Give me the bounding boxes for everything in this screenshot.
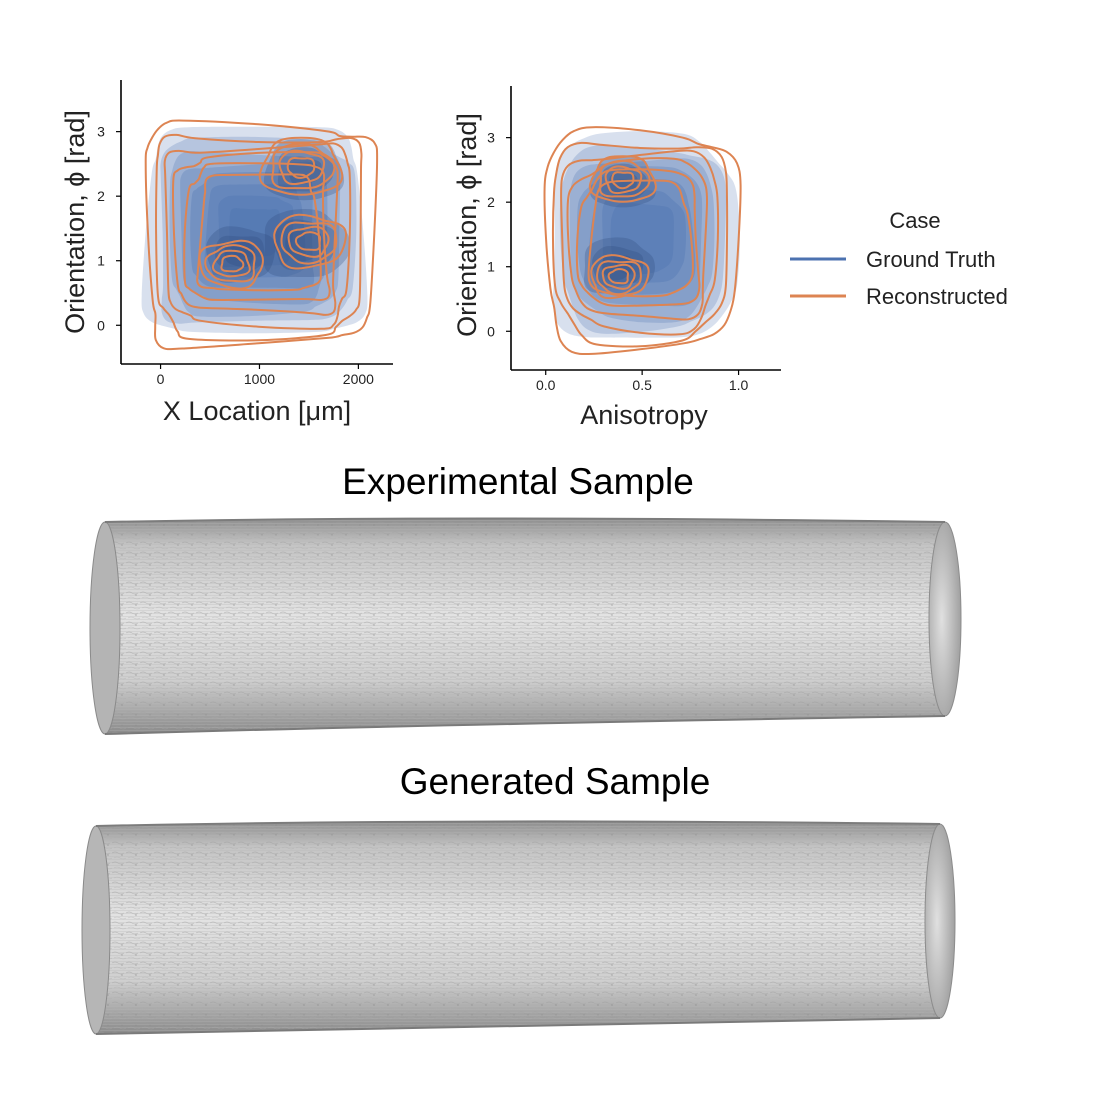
ground-truth-density-peak xyxy=(609,171,638,195)
ground-truth-density xyxy=(552,131,740,338)
legend-label-ground-truth: Ground Truth xyxy=(866,247,996,272)
reconstructed-contour-peak xyxy=(220,254,245,273)
kde-plot-anisotropy: 0.0 0.5 1.0 0 1 2 3 Anisotropy Orientation, ϕ … xyxy=(452,86,781,430)
x-axis-label: X Location [μm] xyxy=(163,396,351,426)
reconstructed-contour-level xyxy=(172,151,339,316)
legend-label-reconstructed: Reconstructed xyxy=(866,284,1008,309)
reconstructed-contour-level xyxy=(183,162,331,301)
x-tick-label: 1.0 xyxy=(729,377,749,393)
reconstructed-contour-peak xyxy=(590,254,650,300)
reconstructed-contour-peak xyxy=(287,225,330,258)
legend: Case Ground Truth Reconstructed xyxy=(790,208,1008,309)
y-tick-label: 3 xyxy=(97,124,105,140)
reconstructed-contours xyxy=(543,126,742,356)
reconstructed-contour-peak xyxy=(294,231,322,251)
reconstructed-contour-peak xyxy=(280,221,338,265)
x-tick-label: 0.0 xyxy=(536,377,556,393)
x-tick-label: 2000 xyxy=(343,371,374,387)
ground-truth-density xyxy=(141,126,368,334)
reconstructed-contour-peak xyxy=(286,156,316,179)
reconstructed-contour-peak xyxy=(607,267,629,285)
reconstructed-contour-peak xyxy=(204,244,256,283)
reconstructed-contour-peak xyxy=(278,149,326,186)
kde-plot-x-location: 0 1000 2000 0 1 2 3 X Location [μm] Orientatio… xyxy=(60,80,393,426)
reconstructed-contour-level xyxy=(560,149,720,336)
y-tick-label: 2 xyxy=(487,194,495,210)
experimental-sample-title: Experimental Sample xyxy=(342,461,694,502)
reconstructed-contour-peak xyxy=(604,165,643,195)
ground-truth-density-level xyxy=(180,161,328,305)
reconstructed-contour-level xyxy=(543,126,742,356)
reconstructed-contour-peak xyxy=(601,263,636,290)
reconstructed-contour-peak xyxy=(596,260,642,296)
ground-truth-density-level xyxy=(160,136,357,324)
reconstructed-contour-peak xyxy=(271,142,336,190)
ground-truth-density-level xyxy=(602,189,687,284)
y-tick-label: 1 xyxy=(487,259,495,275)
reconstructed-contour-level xyxy=(163,142,352,330)
reconstructed-contour-level xyxy=(155,133,363,342)
ground-truth-density-level xyxy=(576,166,703,307)
ground-truth-density-level xyxy=(610,202,674,275)
y-tick-label: 0 xyxy=(97,317,105,333)
legend-title: Case xyxy=(889,208,940,233)
reconstructed-contour-level xyxy=(144,119,379,351)
reconstructed-contour-peak xyxy=(598,159,651,198)
ground-truth-density-level xyxy=(190,171,315,289)
y-tick-label: 3 xyxy=(487,130,495,146)
reconstructed-contour-level xyxy=(587,179,694,298)
ground-truth-density-level xyxy=(218,195,294,268)
reconstructed-contour-level xyxy=(566,157,709,321)
generated-sample-title: Generated Sample xyxy=(400,761,711,802)
reconstructed-contour-peak xyxy=(211,249,251,278)
axis-ticks: 0.0 0.5 1.0 0 1 2 3 xyxy=(487,130,748,393)
ground-truth-density-level xyxy=(229,208,280,257)
reconstructed-contours xyxy=(144,119,379,351)
reconstructed-contour-peak xyxy=(198,239,264,290)
x-axis-label: Anisotropy xyxy=(580,400,708,430)
reconstructed-contour-level xyxy=(551,141,729,348)
ground-truth-density-peak xyxy=(601,163,648,201)
y-tick-label: 2 xyxy=(97,188,105,204)
reconstructed-contour-peak xyxy=(588,155,657,203)
y-tick-label: 1 xyxy=(97,253,105,269)
x-tick-label: 1000 xyxy=(244,371,275,387)
reconstructed-contour-level xyxy=(575,168,701,307)
reconstructed-contour-peak xyxy=(258,136,344,196)
ground-truth-density-peak xyxy=(285,230,323,261)
reconstructed-contour-peak xyxy=(611,171,635,190)
x-tick-label: 0.5 xyxy=(632,377,652,393)
reconstructed-contour-peak xyxy=(273,213,348,270)
experimental-sample-cylinder xyxy=(89,517,962,735)
axis-ticks: 0 1000 2000 0 1 2 3 xyxy=(97,124,374,387)
x-tick-label: 0 xyxy=(157,371,165,387)
ground-truth-density-peak xyxy=(287,156,322,185)
generated-sample-cylinder xyxy=(81,820,956,1035)
y-axis-label: Orientation, ϕ [rad] xyxy=(452,113,482,337)
y-axis-label: Orientation, ϕ [rad] xyxy=(60,110,90,334)
ground-truth-density-peak xyxy=(206,226,276,283)
y-tick-label: 0 xyxy=(487,323,495,339)
